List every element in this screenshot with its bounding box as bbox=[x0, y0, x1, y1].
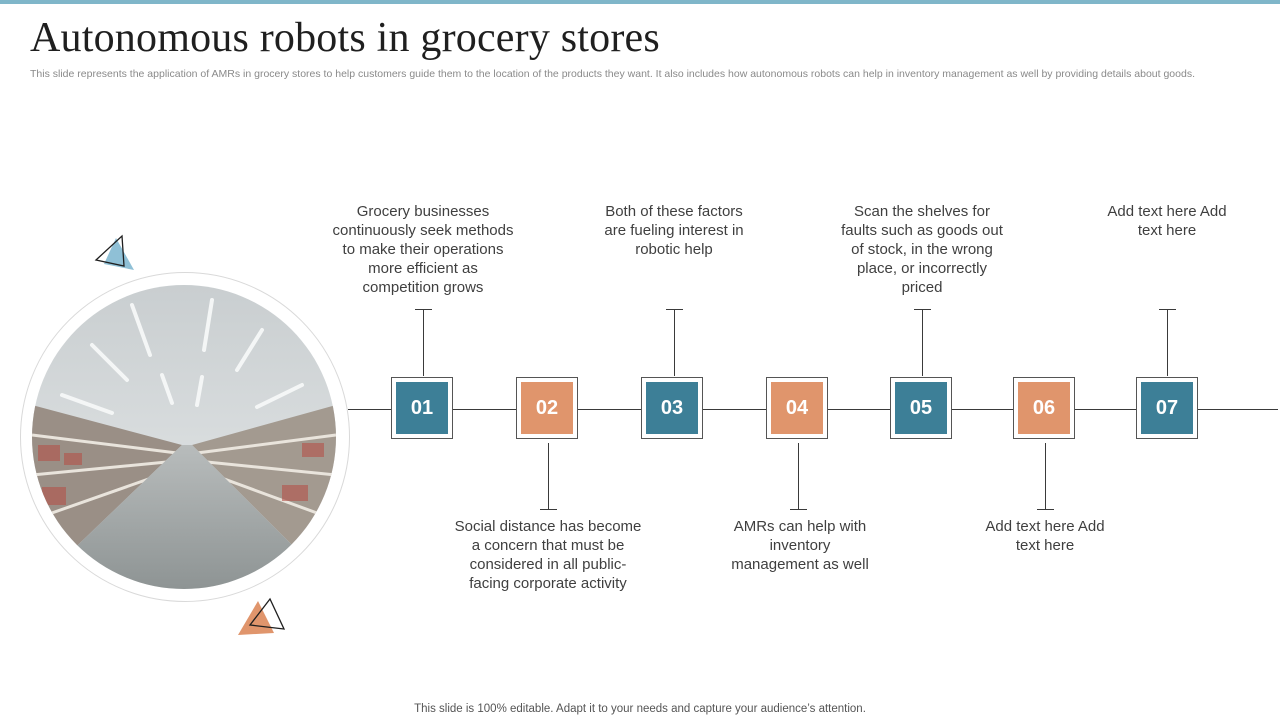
step-04-text: AMRs can help with inventory management … bbox=[731, 518, 869, 573]
step-06-number: 06 bbox=[1018, 382, 1070, 434]
step-01-connector-cap bbox=[415, 309, 432, 310]
step-07-number: 07 bbox=[1141, 382, 1193, 434]
step-02-text: Social distance has become a concern tha… bbox=[454, 518, 642, 592]
step-01-text: Grocery businesses continuously seek met… bbox=[332, 203, 514, 296]
step-07-box: 07 bbox=[1136, 377, 1198, 439]
slide-title: Autonomous robots in grocery stores bbox=[30, 15, 660, 61]
step-05-box: 05 bbox=[890, 377, 952, 439]
step-06-connector bbox=[1045, 443, 1046, 509]
step-04-connector bbox=[798, 443, 799, 509]
step-07-connector-cap bbox=[1159, 309, 1176, 310]
step-07-connector bbox=[1167, 309, 1168, 376]
step-06-text: Add text here Add text here bbox=[985, 518, 1105, 554]
grocery-aisle-photo bbox=[32, 285, 336, 589]
step-02-box: 02 bbox=[516, 377, 578, 439]
step-03-box: 03 bbox=[641, 377, 703, 439]
step-04-connector-cap bbox=[790, 509, 807, 510]
step-05-connector bbox=[922, 309, 923, 376]
slide-footer: This slide is 100% editable. Adapt it to… bbox=[414, 703, 866, 715]
bottom-triangle-icon bbox=[238, 597, 286, 635]
step-04-box: 04 bbox=[766, 377, 828, 439]
top-triangle-icon bbox=[94, 234, 134, 270]
step-05-number: 05 bbox=[895, 382, 947, 434]
step-02-connector bbox=[548, 443, 549, 509]
slide-subtitle: This slide represents the application of… bbox=[30, 68, 1195, 80]
step-03-connector-cap bbox=[666, 309, 683, 310]
step-05-text: Scan the shelves for faults such as good… bbox=[841, 203, 1003, 296]
step-06-connector-cap bbox=[1037, 509, 1054, 510]
step-01-connector bbox=[423, 309, 424, 376]
step-02-connector-cap bbox=[540, 509, 557, 510]
step-03-number: 03 bbox=[646, 382, 698, 434]
step-07-text: Add text here Add text here bbox=[1107, 203, 1227, 239]
step-03-text: Both of these factors are fueling intere… bbox=[604, 203, 744, 258]
step-03-connector bbox=[674, 309, 675, 376]
step-06-box: 06 bbox=[1013, 377, 1075, 439]
step-02-number: 02 bbox=[521, 382, 573, 434]
step-04-number: 04 bbox=[771, 382, 823, 434]
top-accent-bar bbox=[0, 0, 1280, 4]
step-01-number: 01 bbox=[396, 382, 448, 434]
step-05-connector-cap bbox=[914, 309, 931, 310]
step-01-box: 01 bbox=[391, 377, 453, 439]
